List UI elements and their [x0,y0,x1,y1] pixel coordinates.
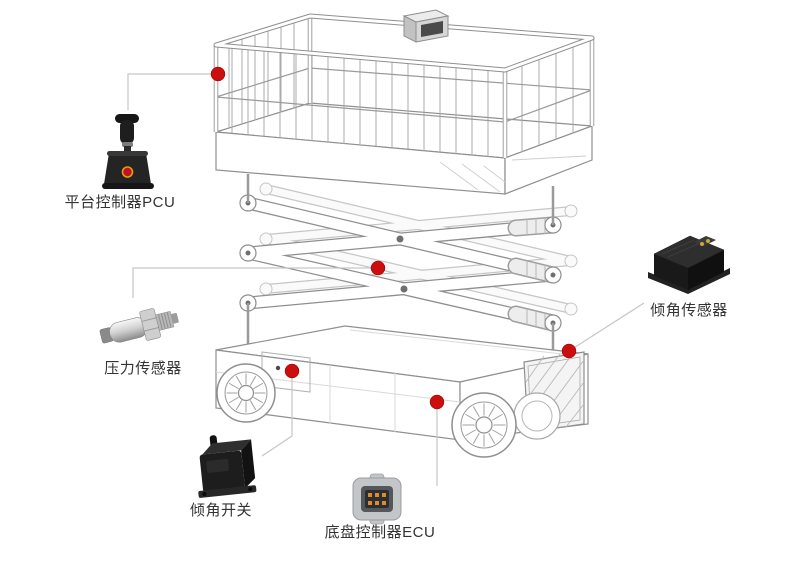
callout-dot-tilt-switch [284,363,300,379]
chassis-assembly [215,325,589,458]
callout-dots [210,66,577,410]
callout-dot-pressure-sensor [370,260,386,276]
rail-mounted-control-box [402,9,450,43]
right-wheel [451,392,517,458]
callout-dot-pcu [210,66,226,82]
callout-dot-chassis-ecu [429,394,445,410]
tilt-switch-icon [198,435,257,498]
leader-line-tilt-sensor [568,302,645,352]
tilt-sensor-icon [648,235,730,294]
rear-wheel [513,392,561,440]
label-pressure-sensor: 压力传感器 [104,360,182,377]
pressure-transducer-icon [99,308,179,344]
chassis-ecu-icon [352,473,402,525]
left-wheel [216,363,276,423]
leader-lines [127,73,645,486]
scissor-arms [239,174,578,358]
leader-line-pcu [127,73,218,110]
platform-assembly [213,9,595,195]
label-tilt-sensor: 倾角传感器 [650,302,728,319]
callout-dot-tilt-sensor [561,343,577,359]
label-pcu: 平台控制器PCU [64,194,176,211]
label-chassis-ecu: 底盘控制器ECU [324,524,436,541]
label-tilt-switch: 倾角开关 [189,502,253,519]
leader-line-pressure-sensor [132,267,378,298]
leader-line-tilt-switch [261,371,293,457]
joystick-controller-icon [102,114,154,189]
